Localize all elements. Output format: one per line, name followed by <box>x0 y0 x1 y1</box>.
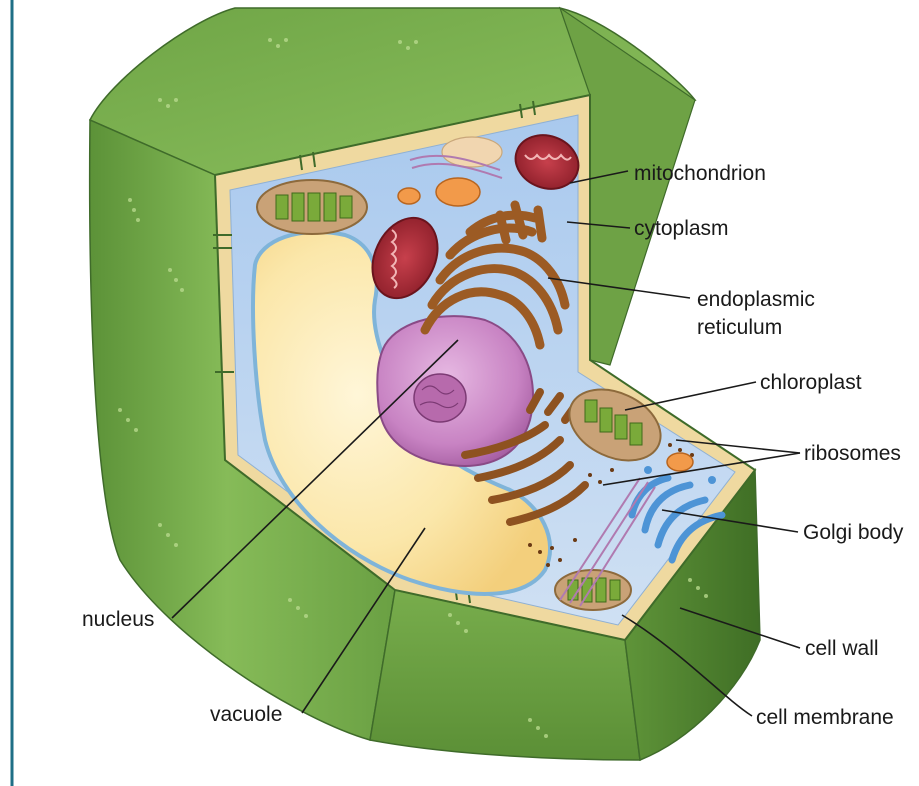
label-vacuole: vacuole <box>210 703 282 726</box>
label-cell-wall: cell wall <box>805 637 879 660</box>
label-cytoplasm: cytoplasm <box>634 217 729 240</box>
label-er-line1: endoplasmic <box>697 288 815 311</box>
label-nucleus: nucleus <box>82 608 154 631</box>
label-cell-membrane: cell membrane <box>756 706 894 729</box>
label-er-line2: reticulum <box>697 316 782 339</box>
label-chloroplast: chloroplast <box>760 371 862 394</box>
label-mitochondrion: mitochondrion <box>634 162 766 185</box>
label-golgi-body: Golgi body <box>803 521 904 544</box>
label-ribosomes: ribosomes <box>804 442 901 465</box>
chloroplast-left <box>257 180 367 234</box>
nucleolus <box>414 374 466 422</box>
